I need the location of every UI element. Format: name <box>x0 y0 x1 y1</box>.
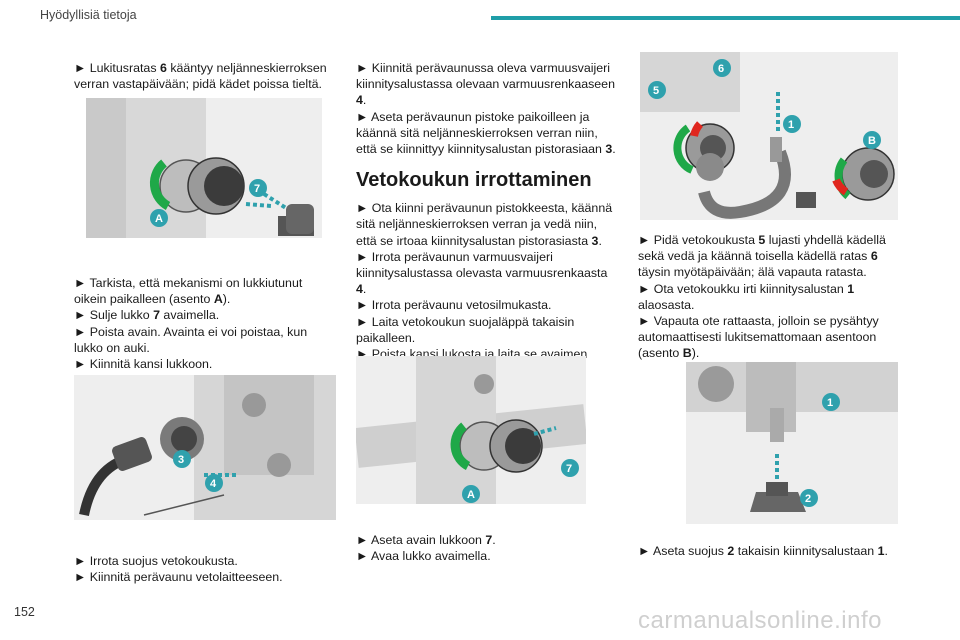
col3-paragraph-2: ► Ota vetokoukku irti kiinnitysalustan 1… <box>638 281 855 312</box>
column-2-text-2: ► Aseta avain lukkoon 7. ► Avaa lukko av… <box>356 532 621 564</box>
callout-A: A <box>150 209 168 227</box>
section-title: Vetokoukun irrottaminen <box>356 169 592 192</box>
svg-text:1: 1 <box>788 119 794 131</box>
callout-1: 1 <box>783 115 801 133</box>
column-3-text-1: ► Pidä vetokoukusta 5 lujasti yhdellä kä… <box>638 232 902 362</box>
column-1-text-2: ► Tarkista, että mekanismi on lukkiutunu… <box>74 275 330 372</box>
col2-paragraph-8: ► Aseta avain lukkoon 7. <box>356 533 496 547</box>
svg-text:B: B <box>868 135 876 147</box>
watermark: carmanualsonline.info <box>638 607 882 634</box>
callout-4: 4 <box>205 474 223 492</box>
col1-paragraph-5: ► Kiinnitä kansi lukkoon. <box>74 357 213 372</box>
col2-paragraph-1: ► Kiinnitä perävaunussa oleva varmuusvai… <box>356 61 615 108</box>
col3-paragraph-1: ► Pidä vetokoukusta 5 lujasti yhdellä kä… <box>638 233 886 280</box>
col1-paragraph-1: ► Lukitusratas 6 kääntyy neljänneskierro… <box>74 61 327 92</box>
col2-paragraph-4: ► Irrota perävaunun varmuusvaijeri kiinn… <box>356 249 608 297</box>
svg-text:1: 1 <box>827 397 833 409</box>
col1-paragraph-3: ► Sulje lukko 7 avaimella. <box>74 308 220 323</box>
column-1-text-3: ► Irrota suojus vetokoukusta. ► Kiinnitä… <box>74 553 330 585</box>
svg-text:A: A <box>467 489 475 501</box>
col2-paragraph-5: ► Irrota perävaunu vetosilmukasta. <box>356 298 552 313</box>
callout-6: 6 <box>713 59 731 77</box>
col3-paragraph-3: ► Vapauta ote rattaasta, jolloin se pysä… <box>638 314 879 361</box>
col2-paragraph-9: ► Avaa lukko avaimella. <box>356 549 491 564</box>
svg-text:7: 7 <box>566 463 572 475</box>
svg-text:7: 7 <box>254 183 260 195</box>
callout-A: A <box>462 485 480 503</box>
svg-text:6: 6 <box>718 63 724 75</box>
callout-B: B <box>863 131 881 149</box>
column-1: ► Lukitusratas 6 kääntyy neljänneskierro… <box>74 60 330 92</box>
callout-3: 3 <box>173 450 191 468</box>
svg-text:5: 5 <box>653 85 659 97</box>
col1-paragraph-7: ► Kiinnitä perävaunu vetolaitteeseen. <box>74 570 283 585</box>
figure-lock-opening: 7 A <box>356 356 586 504</box>
col1-paragraph-4: ► Poista avain. Avainta ei voi poistaa, … <box>74 324 308 355</box>
figure-trailer-connection: 3 4 <box>74 375 336 520</box>
column-3-text-2: ► Aseta suojus 2 takaisin kiinnitysalust… <box>638 543 902 559</box>
col2-paragraph-6: ► Laita vetokoukun suojaläppä takaisin p… <box>356 314 575 345</box>
callout-7: 7 <box>249 179 267 197</box>
callout-2: 2 <box>800 489 818 507</box>
page-header-title: Hyödyllisiä tietoja <box>40 8 137 22</box>
callout-1: 1 <box>822 393 840 411</box>
figure-protective-cover: 1 2 <box>686 362 898 524</box>
figure-towball-removal: 6 5 1 B <box>640 52 898 220</box>
col2-paragraph-2: ► Aseta perävaunun pistoke paikoilleen j… <box>356 109 616 157</box>
figure-lock-closing: 7 A <box>86 98 322 238</box>
col1-paragraph-2: ► Tarkista, että mekanismi on lukkiutunu… <box>74 276 303 307</box>
svg-text:3: 3 <box>178 454 184 466</box>
callout-7: 7 <box>561 459 579 477</box>
svg-text:4: 4 <box>210 478 217 490</box>
column-2: ► Kiinnitä perävaunussa oleva varmuusvai… <box>356 60 621 378</box>
col2-paragraph-3: ► Ota kiinni perävaunun pistokkeesta, kä… <box>356 201 613 248</box>
svg-text:A: A <box>155 213 163 225</box>
header-accent-bar <box>491 16 960 20</box>
page-number: 152 <box>14 605 35 619</box>
col1-paragraph-6: ► Irrota suojus vetokoukusta. <box>74 554 238 568</box>
col3-paragraph-4: ► Aseta suojus 2 takaisin kiinnitysalust… <box>638 544 888 558</box>
callout-5: 5 <box>648 81 666 99</box>
svg-text:2: 2 <box>805 493 811 505</box>
